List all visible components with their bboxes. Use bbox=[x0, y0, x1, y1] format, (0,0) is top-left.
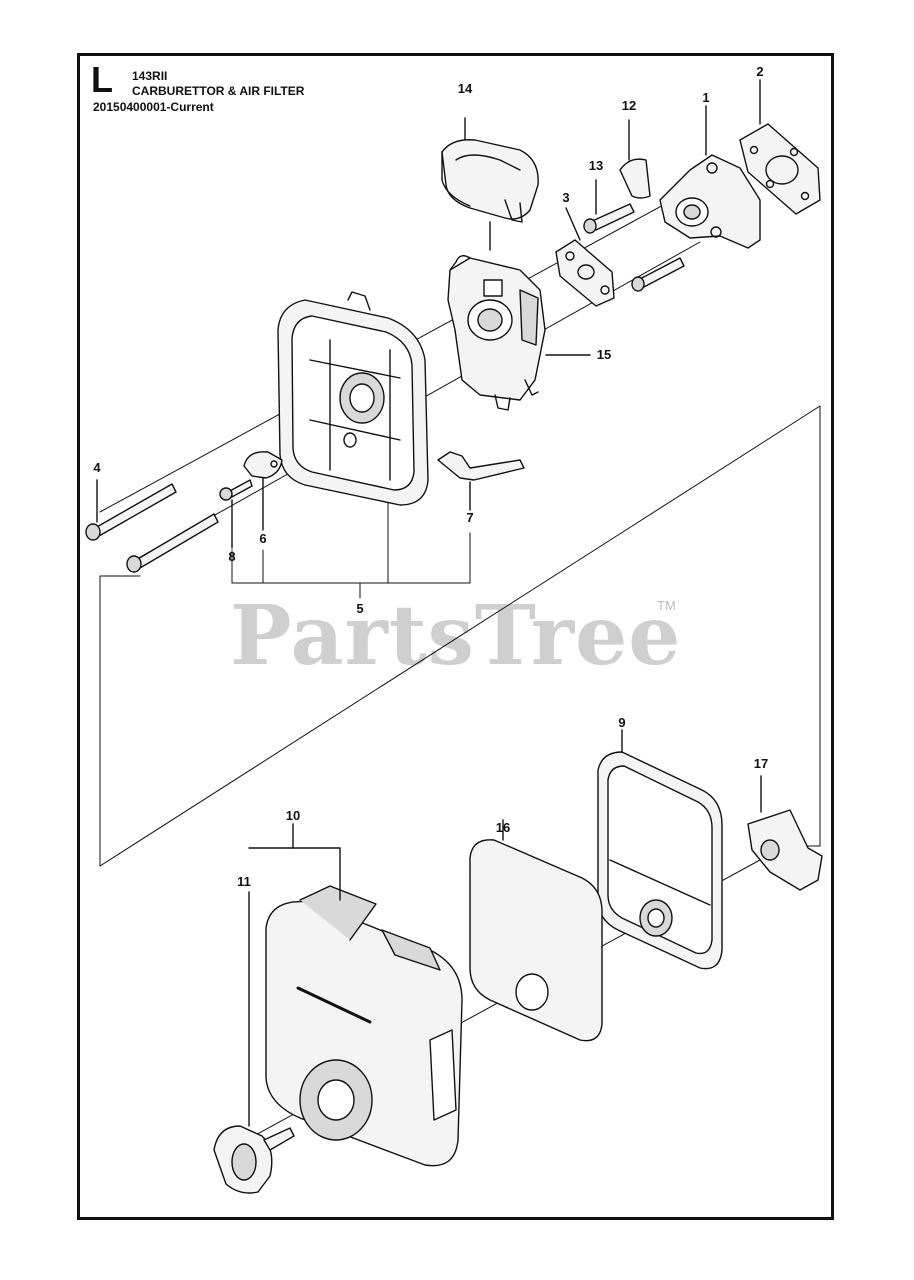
flange-gasket-drawing bbox=[739, 79, 821, 215]
flange-bolts-drawing bbox=[583, 179, 685, 292]
callout-screw: 8 bbox=[228, 549, 235, 564]
callout-choke-plate: 6 bbox=[259, 531, 266, 546]
section-title: CARBURETTOR & AIR FILTER bbox=[132, 84, 305, 98]
callout-filter-frame: 9 bbox=[618, 715, 625, 730]
callout-flange-gasket: 2 bbox=[756, 64, 763, 79]
callout-carburettor: 15 bbox=[597, 347, 611, 362]
air-filter-cover-drawing bbox=[248, 823, 463, 1167]
partstree-watermark: PartsTree bbox=[230, 588, 682, 684]
callout-bracket: 17 bbox=[754, 756, 768, 771]
model-number: 143RII bbox=[132, 69, 168, 83]
callout-carburettor-flange: 1 bbox=[702, 90, 709, 105]
callout-flange-bolt: 13 bbox=[589, 158, 603, 173]
callout-foam-filter: 16 bbox=[496, 820, 510, 835]
serial-range: 20150400001-Current bbox=[93, 100, 214, 114]
callout-long-bolt: 4 bbox=[93, 460, 101, 475]
section-letter: L bbox=[91, 59, 113, 100]
assembly-outline-5 bbox=[99, 405, 821, 867]
carburettor-drawing bbox=[447, 255, 591, 411]
carburettor-cover-drawing bbox=[441, 117, 539, 251]
cover-knob-drawing bbox=[213, 891, 295, 1194]
callout-air-filter-cover-assembly: 10 bbox=[286, 808, 300, 823]
callout-choke-lever: 7 bbox=[466, 510, 473, 525]
long-bolts-drawing bbox=[85, 479, 219, 573]
air-filter-base-drawing bbox=[277, 291, 429, 506]
screw-drawing bbox=[219, 479, 253, 549]
choke-lever-drawing bbox=[437, 451, 525, 511]
choke-plate-drawing bbox=[243, 451, 283, 531]
callout-carburettor-gasket: 3 bbox=[562, 190, 569, 205]
filter-frame-drawing bbox=[597, 729, 723, 970]
callout-clip: 12 bbox=[622, 98, 636, 113]
diagram-frame bbox=[77, 53, 834, 1220]
callout-air-filter-base-assembly: 5 bbox=[356, 601, 363, 616]
callout-carburettor-cover: 14 bbox=[458, 81, 473, 96]
bracket-drawing bbox=[747, 775, 823, 891]
clip-drawing bbox=[619, 119, 651, 199]
carburettor-gasket-drawing bbox=[555, 207, 615, 307]
carburettor-flange-drawing bbox=[659, 105, 761, 249]
callout-cover-knob: 11 bbox=[237, 874, 251, 889]
foam-filter-drawing bbox=[469, 819, 603, 1042]
trademark-mark: TM bbox=[657, 598, 676, 613]
